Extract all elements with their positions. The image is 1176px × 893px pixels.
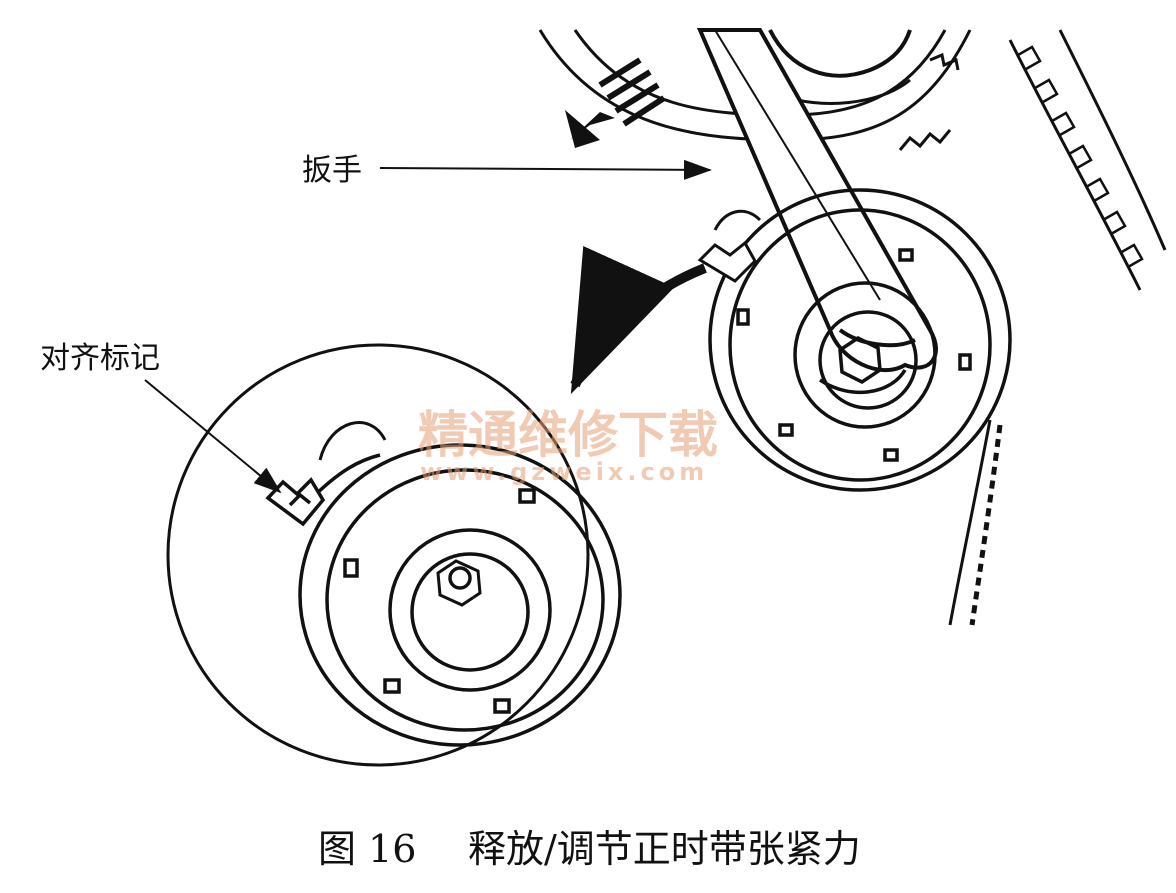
label-wrench: 扳手 bbox=[302, 153, 362, 188]
watermark-title: 精通维修下载 bbox=[418, 406, 718, 464]
tensioner-pulley-upper bbox=[708, 188, 1012, 492]
leader-lines bbox=[144, 159, 712, 494]
figure-caption-number: 图 16 bbox=[318, 827, 416, 871]
direction-arrow-top-head bbox=[565, 110, 600, 148]
timing-belt-lower bbox=[948, 419, 1003, 626]
label-alignment-mark: 对齐标记 bbox=[40, 341, 160, 376]
direction-arrow-top bbox=[570, 112, 615, 140]
figure-caption-text: 释放/调节正时带张紧力 bbox=[468, 827, 861, 871]
magnify-arrow bbox=[570, 245, 707, 395]
motion-lines bbox=[598, 57, 666, 127]
alignment-tab-upper bbox=[697, 209, 762, 283]
wrench bbox=[696, 28, 938, 372]
timing-belt-upper bbox=[1008, 29, 1167, 291]
magnified-view bbox=[166, 343, 622, 767]
watermark-url: www.gzweix.com bbox=[420, 458, 708, 486]
alignment-tab-magnified bbox=[265, 477, 326, 527]
